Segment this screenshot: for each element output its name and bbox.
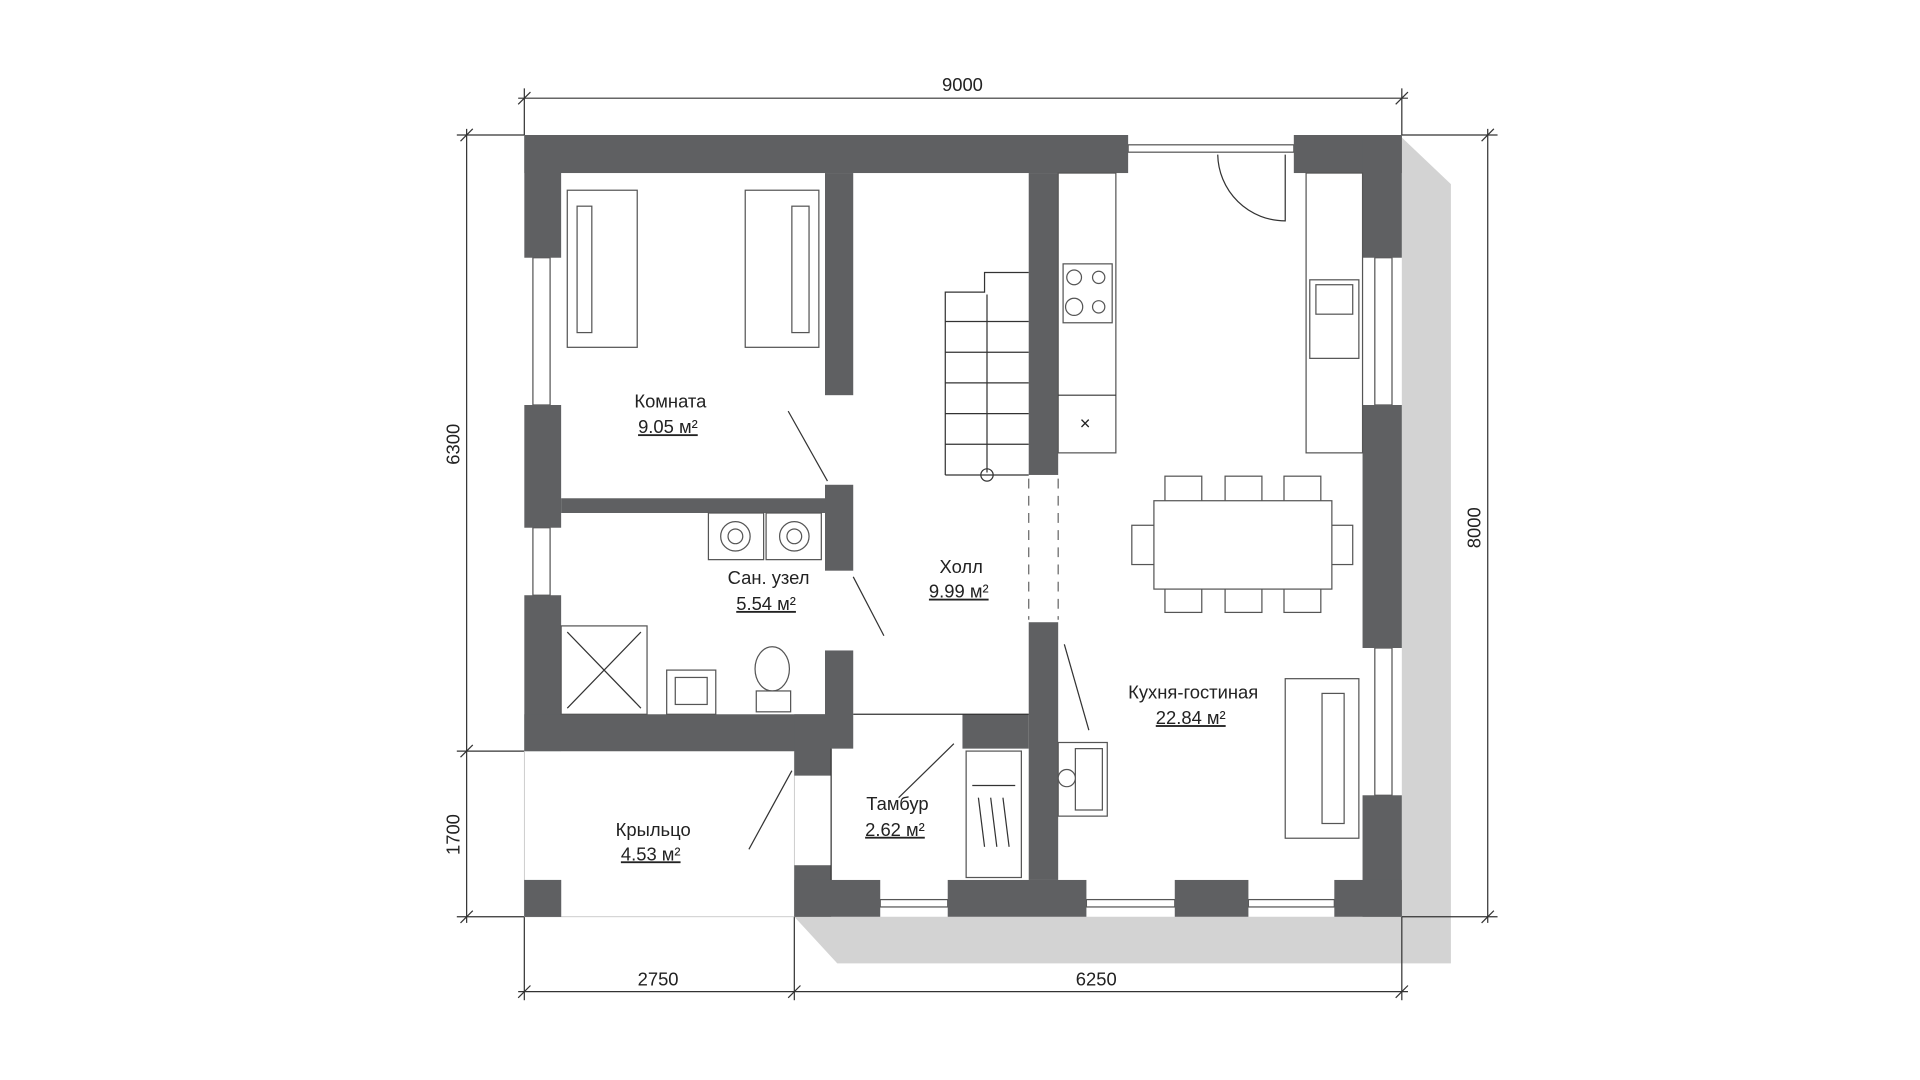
room-label-tambur: Тамбур 2.62 м² xyxy=(865,793,929,840)
svg-text:Комната: Комната xyxy=(634,390,707,411)
doors xyxy=(748,154,1286,850)
svg-text:Кухня-гостиная: Кухня-гостиная xyxy=(1128,681,1258,702)
svg-text:×: × xyxy=(1080,413,1091,434)
dimension-lines xyxy=(456,88,1498,1001)
staircase xyxy=(944,271,1029,482)
svg-text:22.84 м²: 22.84 м² xyxy=(1156,707,1226,728)
sofa-living xyxy=(1284,678,1360,839)
room-label-porch: Крыльцо 4.53 м² xyxy=(616,819,691,865)
svg-text:2.62 м²: 2.62 м² xyxy=(865,819,925,840)
svg-text:Сан. узел: Сан. узел xyxy=(728,567,810,588)
svg-text:Тамбур: Тамбур xyxy=(866,793,928,814)
dim-left-upper: 6300 xyxy=(442,424,463,465)
walls xyxy=(524,135,1402,917)
svg-text:9.05 м²: 9.05 м² xyxy=(638,416,698,437)
porch-floor xyxy=(523,750,795,918)
svg-text:5.54 м²: 5.54 м² xyxy=(736,593,796,614)
svg-text:Холл: Холл xyxy=(940,556,983,577)
windows xyxy=(532,144,1393,908)
room-label-kitchen-living: Кухня-гостиная 22.84 м² xyxy=(1128,681,1258,728)
dining-table xyxy=(1131,475,1354,614)
fireplace xyxy=(1057,741,1108,817)
room-label-bathroom: Сан. узел 5.54 м² xyxy=(728,567,810,614)
sofas-room xyxy=(566,189,820,348)
dim-left-lower: 1700 xyxy=(442,814,463,855)
room-label-hall: Холл 9.99 м² xyxy=(929,556,989,602)
svg-text:9.99 м²: 9.99 м² xyxy=(929,581,989,602)
kitchen-counter: × xyxy=(1057,172,1364,454)
svg-text:4.53 м²: 4.53 м² xyxy=(621,843,681,864)
dim-bottom-right: 6250 xyxy=(1076,969,1117,990)
svg-text:Крыльцо: Крыльцо xyxy=(616,819,691,840)
bathroom-fixtures xyxy=(560,512,822,715)
dim-bottom-left: 2750 xyxy=(638,969,679,990)
dim-right: 8000 xyxy=(1463,507,1484,548)
wardrobe xyxy=(965,750,1022,879)
room-label-komnata: Комната 9.05 м² xyxy=(634,390,707,437)
dim-top: 9000 xyxy=(942,74,983,95)
